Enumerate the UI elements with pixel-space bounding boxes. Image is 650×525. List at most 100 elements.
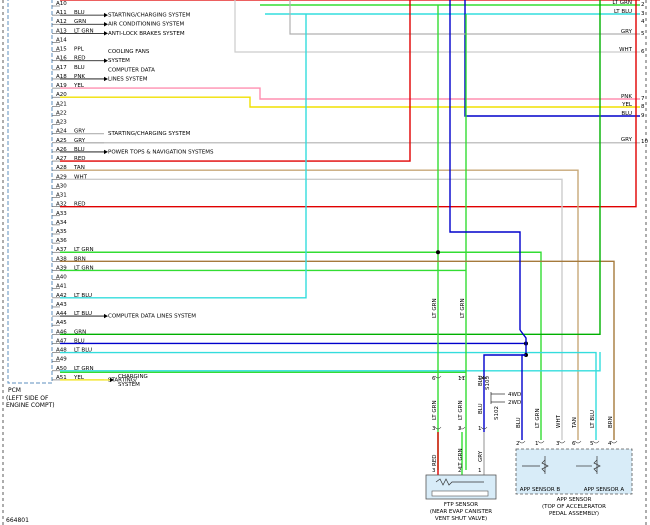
pin-wire-color-A37: LT GRN xyxy=(74,247,94,253)
pin-app-2: 3 xyxy=(556,441,560,447)
pin-wire-color-A29: WHT xyxy=(74,174,88,180)
pin-id-A28: A28 xyxy=(56,165,67,171)
pin-system-A24: STARTING/CHARGING SYSTEM xyxy=(108,131,191,137)
figure-id: 664801 xyxy=(6,517,29,524)
pcm-caption-2: (LEFT SIDE OF xyxy=(6,395,49,402)
wire-blue-9 xyxy=(464,0,640,117)
vlabel-ltgrn-2: LT GRN xyxy=(460,298,466,318)
pin-app-1: 1 xyxy=(535,441,539,447)
ftp-location-1: (NEAR EVAP CANISTER xyxy=(430,509,492,515)
pcm-caption-1: PCM xyxy=(8,387,21,394)
pin-id-A51: A51 xyxy=(56,375,67,381)
pin-wire-color-A39: LT GRN xyxy=(74,265,94,271)
pin-wire-color-A47: BLU xyxy=(74,338,85,344)
pcm-box xyxy=(7,0,53,384)
pin-id-A24: A24 xyxy=(56,129,67,135)
wire-A29-wht xyxy=(60,178,563,440)
pin-wire-color-A19: YEL xyxy=(73,83,85,89)
pin-system-A26: POWER TOPS & NAVIGATION SYSTEMS xyxy=(108,149,214,155)
right-wire-9: BLU xyxy=(621,111,632,117)
pin-id-A14: A14 xyxy=(56,37,67,43)
wire-blu-route xyxy=(449,0,521,330)
pin-id-A18: A18 xyxy=(56,74,67,80)
right-num-4: 4 xyxy=(641,19,645,25)
pin-id-A21: A21 xyxy=(56,101,67,107)
arrow-A13-head xyxy=(104,31,108,36)
pin-wire-color-A28: TAN xyxy=(73,165,85,171)
wire-right-6 xyxy=(234,0,640,53)
pin-id-A33: A33 xyxy=(56,211,67,217)
pin-wire-color-A51: YEL xyxy=(73,375,85,381)
vlabel-app-0: BLU xyxy=(516,417,522,428)
app-conn-tick-4 xyxy=(592,440,600,444)
right-wire-10: GRY xyxy=(621,137,633,143)
pin-ftp-bot-1: 2 xyxy=(458,468,462,474)
app-conn-tick-5 xyxy=(610,440,618,444)
vlabel-app-4: LT BLU xyxy=(590,410,596,428)
right-num-6: 6 xyxy=(641,49,645,55)
pin-wire-color-A18: PNK xyxy=(74,74,85,80)
pin-wire-color-A15: PPL xyxy=(74,47,85,53)
pin-app-0: 2 xyxy=(516,441,520,447)
app-title: APP SENSOR xyxy=(557,497,592,503)
pin-id-A29: A29 xyxy=(56,174,67,180)
pin-id-A48: A48 xyxy=(56,348,67,354)
app-conn-tick-0 xyxy=(518,440,526,444)
pin-id-A11: A11 xyxy=(56,10,67,16)
wire-A48 xyxy=(60,351,597,440)
pin-ftp-top-1: 11 xyxy=(458,376,465,382)
label-2wd: 2WD xyxy=(508,400,521,406)
wires xyxy=(60,0,640,478)
pin-wire-color-A12: GRN xyxy=(74,19,86,25)
pin-app-4: 5 xyxy=(590,441,594,447)
vlabel-app-1: LT GRN xyxy=(535,408,541,428)
pin-wire-color-A16: RED xyxy=(74,56,86,62)
right-wire-2: LT GRN xyxy=(612,0,632,6)
pin-id-A50: A50 xyxy=(56,366,67,372)
system-extra-2: SYSTEM xyxy=(118,382,140,388)
wire-A46 xyxy=(60,0,601,336)
wire-A38-brn xyxy=(60,260,615,440)
vlabel-ftp-top-1: LT GRN xyxy=(458,400,464,420)
pin-wire-color-A50: LT GRN xyxy=(74,366,94,372)
right-num-2: 2 xyxy=(641,2,645,8)
wire-blu-route-2 xyxy=(519,329,527,355)
vlabel-ftp-top-2: BLU xyxy=(478,403,484,414)
app-conn-tick-1 xyxy=(537,440,545,444)
pin-ftp-mid-0: 3 xyxy=(432,426,436,432)
right-wire-6: WHT xyxy=(619,47,633,53)
ftp-conn-tick-1 xyxy=(458,375,466,379)
pin-system-A15: COOLING FANS xyxy=(108,49,150,55)
vlabel-app-5: BRN xyxy=(608,416,614,428)
right-num-8: 8 xyxy=(641,104,645,110)
pin-id-A16: A16 xyxy=(56,56,67,62)
pin-id-A39: A39 xyxy=(56,265,67,271)
pin-id-A15: A15 xyxy=(56,47,67,53)
pin-system-A18: LINES SYSTEM xyxy=(108,76,148,82)
wire-yellow xyxy=(60,96,640,108)
pin-id-A41: A41 xyxy=(56,284,67,290)
pin-id-A10: A10 xyxy=(56,1,67,7)
pin-id-A32: A32 xyxy=(56,202,67,208)
pin-system-A13: ANTI-LOCK BRAKES SYSTEM xyxy=(108,31,185,37)
ftp-conn-tick-2 xyxy=(480,375,488,379)
wire-A27-red xyxy=(60,0,411,162)
pin-id-A26: A26 xyxy=(56,147,67,153)
pin-ftp-bot-0: 3 xyxy=(432,468,436,474)
ftp-conn-mid-2 xyxy=(480,426,488,430)
right-wire-7: PNK xyxy=(621,94,632,100)
vlabel-app-2: WHT xyxy=(556,414,562,428)
pin-id-A43: A43 xyxy=(56,302,67,308)
vlabel-ftp-bot-0: RED xyxy=(432,454,438,466)
pin-wire-color-A46: GRN xyxy=(74,329,86,335)
pin-ftp-mid-2: 1 xyxy=(478,426,482,432)
pin-system-A11: STARTING/CHARGING SYSTEM xyxy=(108,13,191,19)
pin-id-A20: A20 xyxy=(56,92,67,98)
vlabel-app-3: TAN xyxy=(572,417,578,429)
pin-app-3: 6 xyxy=(572,441,576,447)
pin-wire-color-A26: BLU xyxy=(74,147,85,153)
wire-A50-ltblu xyxy=(60,352,601,372)
